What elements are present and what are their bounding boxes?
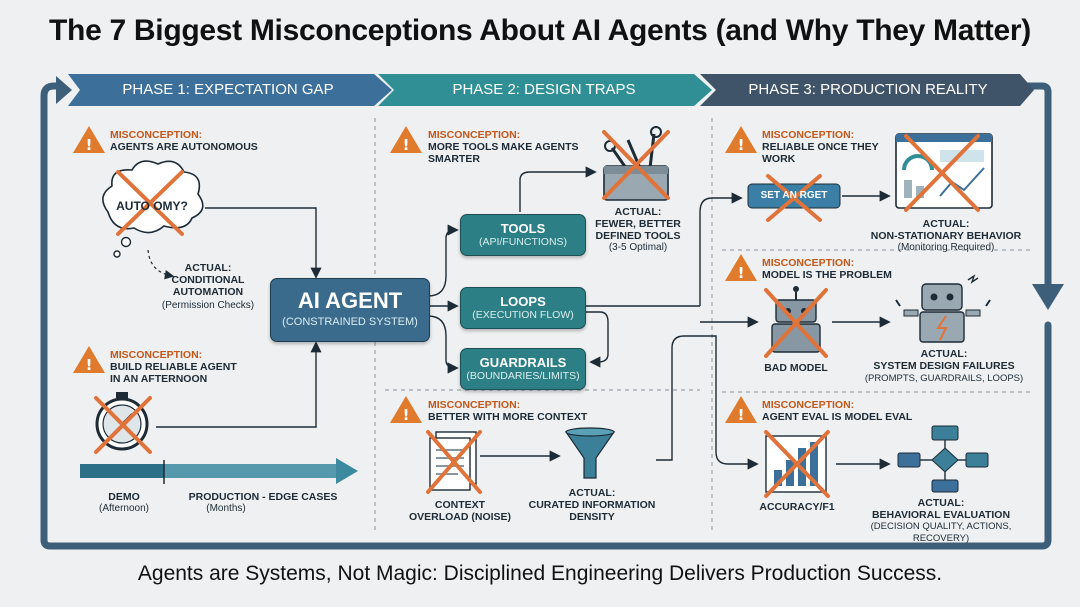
- cross-mark-icon: [904, 134, 980, 212]
- m4-text: BETTER WITH MORE CONTEXT: [428, 411, 588, 423]
- loop-down-arrow: [1032, 284, 1064, 310]
- phase-3-chevron: [700, 74, 1034, 106]
- m6-actual-label: ACTUAL:: [920, 348, 968, 360]
- cross-mark-icon: [94, 396, 152, 454]
- footer-tagline: Agents are Systems, Not Magic: Disciplin…: [137, 562, 943, 585]
- m7-actual: BEHAVIORAL EVALUATION: [871, 509, 1011, 521]
- page-title: The 7 Biggest Misconceptions About AI Ag…: [49, 14, 1031, 47]
- warning-icon: !: [73, 126, 105, 154]
- m6-misconception-label: MISCONCEPTION:: [762, 257, 855, 269]
- m2-misconception-label: MISCONCEPTION:: [110, 349, 203, 361]
- m4-left-label: CONTEXT OVERLOAD (NOISE): [408, 499, 512, 523]
- svg-text:!: !: [738, 406, 745, 424]
- cross-mark-icon: [764, 430, 830, 498]
- phase-2-label: PHASE 2: DESIGN TRAPS: [452, 81, 636, 98]
- m5-text: RELIABLE ONCE THEY WORK: [762, 141, 879, 165]
- tools-title: TOOLS: [500, 221, 546, 236]
- m5-note: (Monitoring Required): [897, 242, 995, 253]
- ai-agent-subtitle: (CONSTRAINED SYSTEM): [282, 316, 418, 328]
- m5-actual-label: ACTUAL:: [922, 218, 970, 230]
- m3-note: (3-5 Optimal): [608, 242, 668, 253]
- guardrails-title: GUARDRAILS: [479, 355, 567, 370]
- broken-robot-icon: [895, 274, 991, 343]
- warning-icon: !: [73, 346, 105, 374]
- svg-text:!: !: [403, 406, 410, 424]
- cross-mark-icon: [766, 174, 822, 222]
- m1-note: (Permission Checks): [161, 300, 255, 311]
- tools-subtitle: (API/FUNCTIONS): [478, 236, 568, 248]
- set-and-forget-label: SET AN RGET: [760, 190, 828, 201]
- cross-mark-icon: [602, 130, 670, 200]
- m6-note: (PROMPTS, GUARDRAILS, LOOPS): [864, 373, 1024, 384]
- production-note: (Months): [206, 503, 246, 514]
- m7-text: AGENT EVAL IS MODEL EVAL: [762, 411, 913, 423]
- cross-mark-icon: [116, 170, 184, 236]
- phase-3-label: PHASE 3: PRODUCTION REALITY: [748, 81, 988, 98]
- svg-text:!: !: [738, 264, 745, 282]
- m4-misconception-label: MISCONCEPTION:: [428, 399, 521, 411]
- cross-mark-icon: [426, 430, 482, 494]
- warning-icon: !: [390, 126, 422, 154]
- m3-actual: FEWER, BETTER DEFINED TOOLS: [595, 218, 681, 242]
- m3-misconception-label: MISCONCEPTION:: [428, 129, 521, 141]
- funnel-icon: [564, 427, 616, 479]
- svg-text:!: !: [86, 356, 93, 374]
- bubble-text: AUTO OMY?: [116, 199, 188, 213]
- m1-misconception-label: MISCONCEPTION:: [110, 129, 203, 141]
- flowchart-icon: [897, 425, 989, 493]
- phase-2-chevron: [378, 74, 712, 106]
- cross-mark-icon: [764, 288, 828, 358]
- demo-label: DEMO: [108, 491, 140, 503]
- warning-icon: !: [725, 254, 757, 282]
- warning-icon: !: [725, 396, 757, 424]
- demo-note: (Afternoon): [98, 503, 150, 514]
- production-label: PRODUCTION - EDGE CASES: [188, 491, 338, 503]
- svg-text:!: !: [403, 136, 410, 154]
- m7-left-label: ACCURACY/F1: [759, 501, 835, 513]
- m3-actual-label: ACTUAL:: [614, 206, 662, 218]
- phase-1-label: PHASE 1: EXPECTATION GAP: [122, 81, 334, 98]
- guardrails-subtitle: (BOUNDARIES/LIMITS): [466, 370, 580, 382]
- m4-actual-label: ACTUAL:: [568, 487, 616, 499]
- m6-actual: SYSTEM DESIGN FAILURES: [873, 360, 1015, 372]
- ai-agent-box: AI AGENT (CONSTRAINED SYSTEM): [270, 278, 430, 342]
- phase-1-chevron: [68, 74, 392, 106]
- m7-note: (DECISION QUALITY, ACTIONS, RECOVERY): [870, 521, 1012, 544]
- m6-left-label: BAD MODEL: [764, 362, 828, 374]
- m6-text: MODEL IS THE PROBLEM: [762, 269, 892, 281]
- m1-actual: CONDITIONAL AUTOMATION: [171, 274, 245, 298]
- timeline-arrow: [80, 458, 358, 484]
- m5-actual: NON-STATIONARY BEHAVIOR: [870, 230, 1022, 242]
- m3-text: MORE TOOLS MAKE AGENTS SMARTER: [428, 141, 579, 165]
- ai-agent-title: AI AGENT: [297, 288, 403, 313]
- m5-misconception-label: MISCONCEPTION:: [762, 129, 855, 141]
- svg-text:!: !: [86, 136, 93, 154]
- loops-subtitle: (EXECUTION FLOW): [472, 309, 574, 321]
- m1-text: AGENTS ARE AUTONOMOUS: [110, 141, 258, 153]
- outer-loop-frame: [40, 82, 1052, 550]
- loop-right-arrow: [56, 76, 72, 104]
- warning-icon: !: [390, 396, 422, 424]
- loops-title: LOOPS: [500, 294, 546, 309]
- m2-text: BUILD RELIABLE AGENT IN AN AFTERNOON: [110, 361, 237, 385]
- m1-actual-label: ACTUAL:: [184, 262, 232, 274]
- tools-box: TOOLS (API/FUNCTIONS): [460, 214, 586, 256]
- warning-icon: !: [725, 126, 757, 154]
- m4-actual: CURATED INFORMATION DENSITY: [528, 499, 656, 523]
- m7-misconception-label: MISCONCEPTION:: [762, 399, 855, 411]
- loops-box: LOOPS (EXECUTION FLOW): [460, 287, 586, 329]
- guardrails-box: GUARDRAILS (BOUNDARIES/LIMITS): [460, 348, 586, 390]
- svg-text:!: !: [738, 136, 745, 154]
- m7-actual-label: ACTUAL:: [917, 497, 965, 509]
